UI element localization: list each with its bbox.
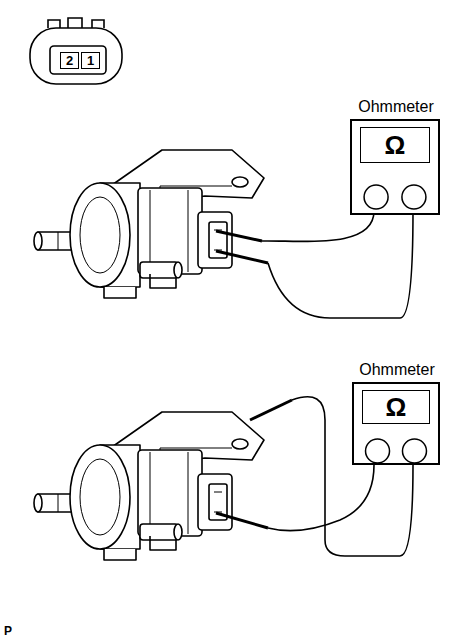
connector-face [30, 18, 122, 84]
ohmmeter: OhmmeterΩ [332, 361, 442, 465]
ohmmeter: OhmmeterΩ [330, 98, 442, 215]
vsv-body [34, 150, 264, 298]
pin-number: 2 [66, 54, 73, 67]
pin-number-box: 1 [81, 52, 100, 69]
meter-label: Ohmmeter [330, 98, 442, 116]
pin-number-box: 2 [60, 52, 79, 69]
meter-case: Ω [352, 382, 440, 465]
vsv-body [34, 412, 264, 560]
ohm-symbol: Ω [386, 394, 407, 420]
meter-case: Ω [350, 119, 440, 215]
meter-display: Ω [362, 390, 430, 424]
pin-number: 1 [87, 54, 94, 67]
test-probes [216, 211, 413, 318]
meter-display: Ω [360, 127, 430, 163]
meter-label: Ohmmeter [332, 361, 442, 379]
ohm-symbol: Ω [385, 132, 406, 158]
figure-code: P [4, 624, 12, 638]
